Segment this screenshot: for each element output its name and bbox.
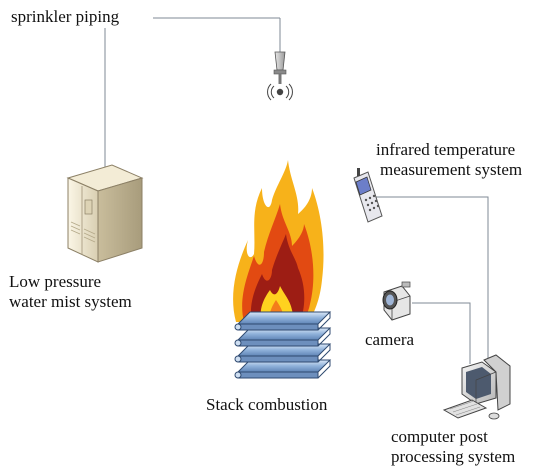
infrared-label-line1: infrared temperature (376, 140, 516, 159)
mist-system-label-line1: Low pressure (9, 272, 102, 291)
infrared-to-computer-line (376, 196, 489, 360)
mist-system-label-line2: water mist system (9, 292, 132, 311)
camera-to-computer-line (412, 302, 471, 364)
computer-label-line1: computer post (391, 427, 488, 446)
connector-lines (104, 17, 489, 364)
infrared-sensor-icon (353, 168, 383, 223)
wood-stack-icon (234, 311, 332, 379)
sprinkler-piping-label: sprinkler piping (11, 7, 120, 26)
stack-combustion-label: Stack combustion (206, 395, 328, 414)
video-camera-icon (382, 281, 411, 321)
infrared-label-line2: measurement system (380, 160, 523, 179)
camera-label: camera (365, 330, 415, 349)
fire-icon (233, 160, 324, 322)
sprinkler-head-icon (267, 51, 293, 101)
computer-icon (442, 354, 511, 420)
computer-label-line2: processing system (391, 447, 516, 466)
water-mist-cabinet-icon (66, 164, 144, 263)
